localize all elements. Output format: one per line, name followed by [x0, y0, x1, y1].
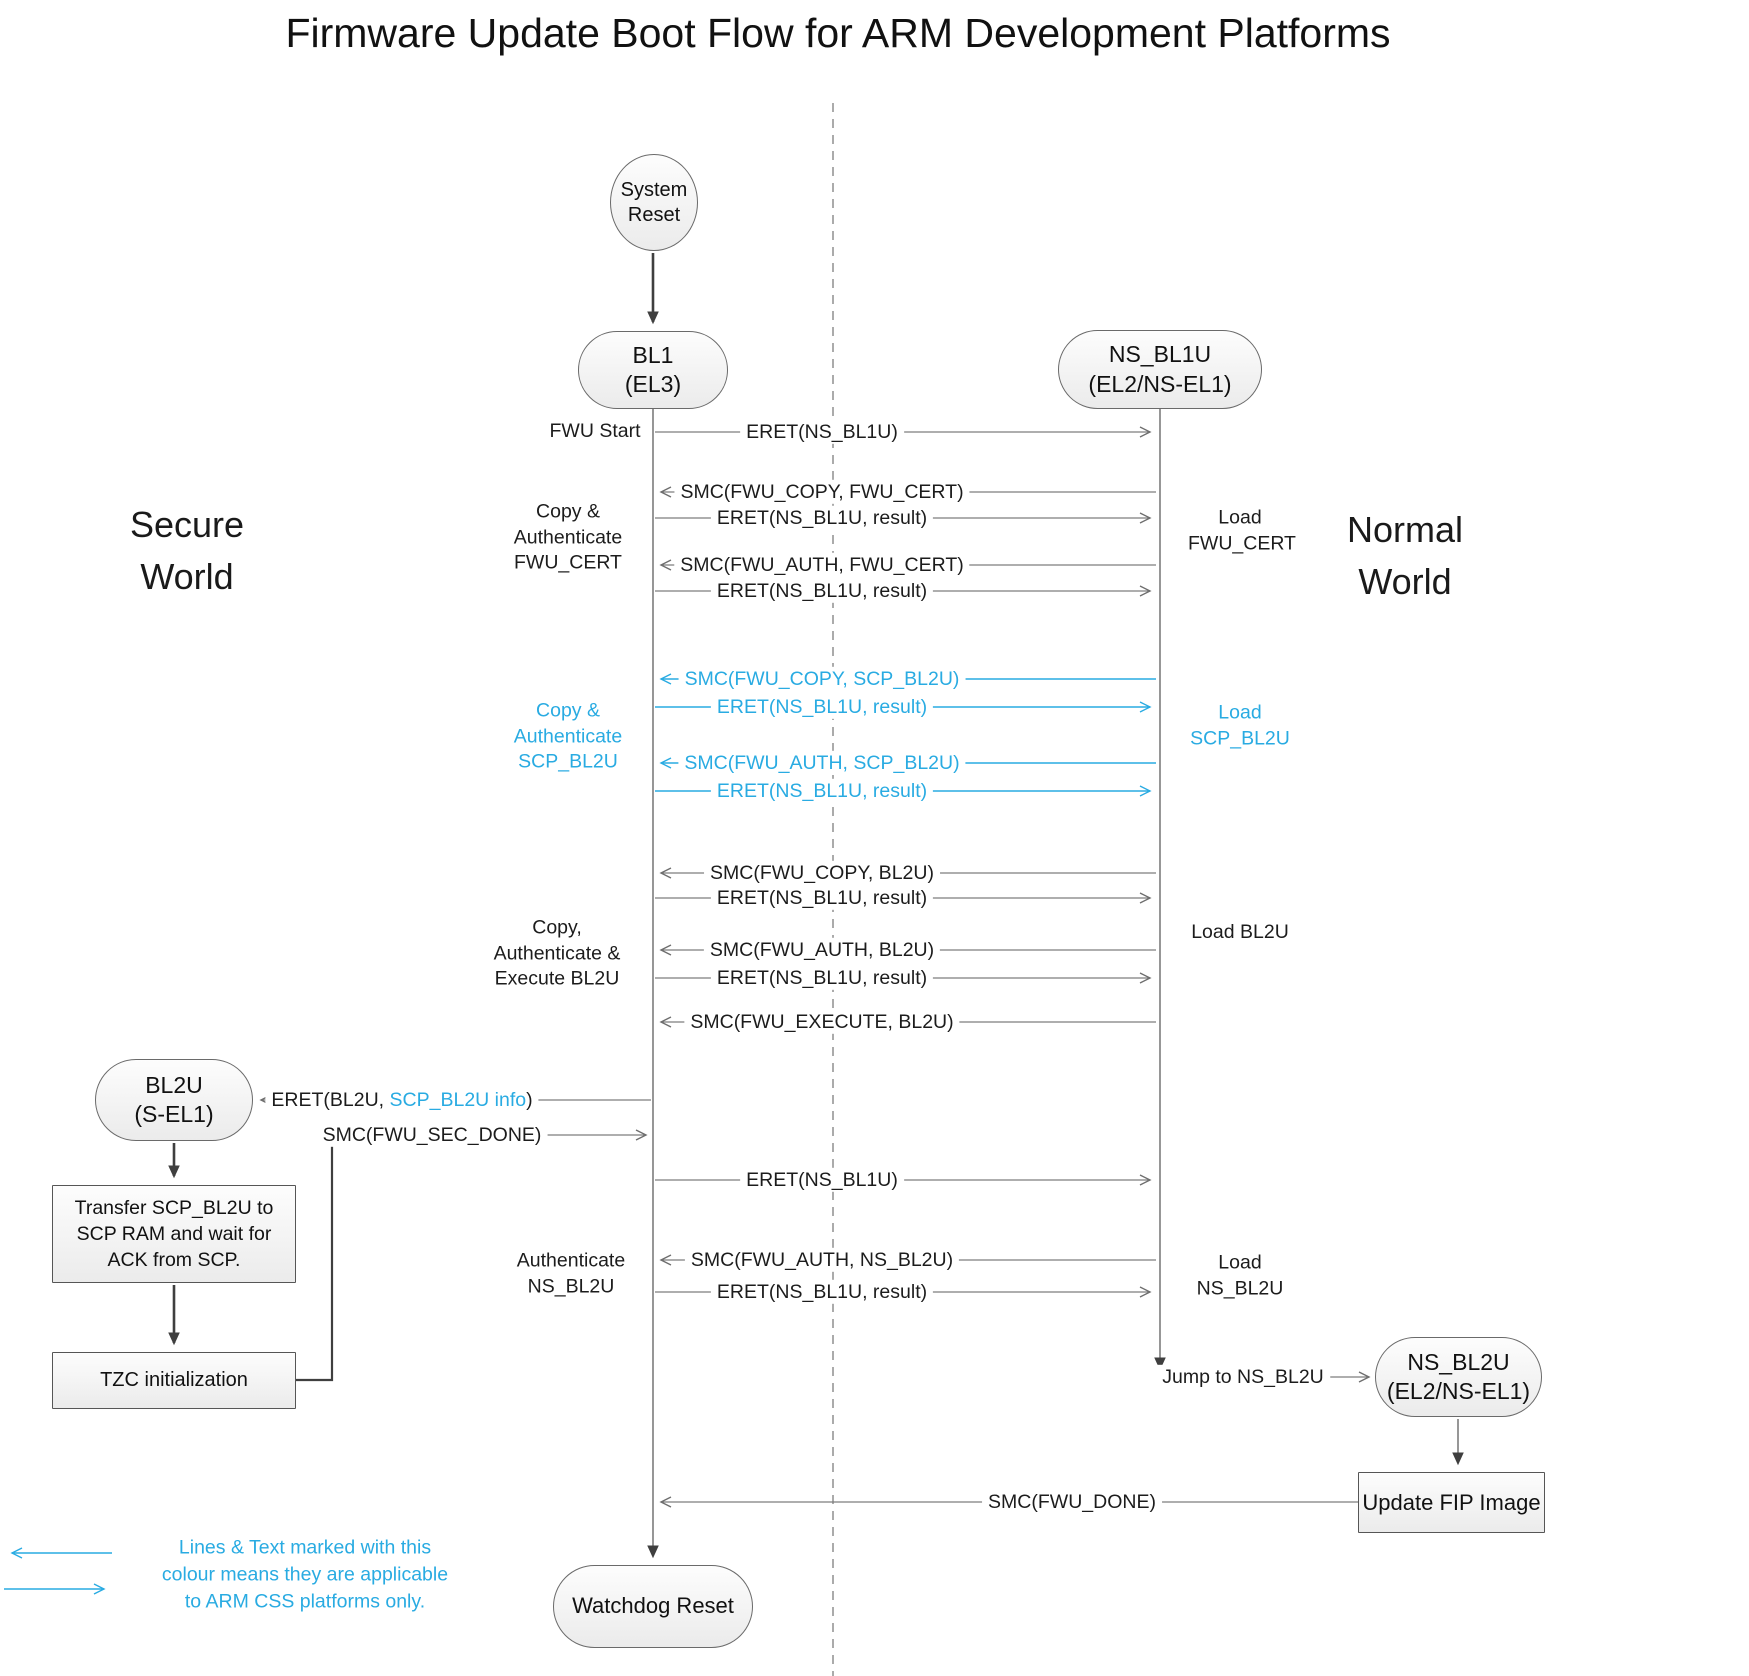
node-update-fip-image-label: Update FIP Image — [1362, 1489, 1541, 1515]
node-bl2u-name: BL2U — [145, 1071, 203, 1098]
side-label-load-bl2u: Load BL2U — [1191, 921, 1289, 944]
node-bl2u: BL2U (S-EL1) — [95, 1059, 253, 1141]
msg-label-eret-result-2: ERET(NS_BL1U, result) — [710, 578, 934, 604]
node-ns-bl1u-level: (EL2/NS-EL1) — [1088, 370, 1232, 397]
msg-label-smc-fwu-auth-bl2u: SMC(FWU_AUTH, BL2U) — [703, 937, 941, 963]
node-ns-bl2u-name: NS_BL2U — [1407, 1348, 1510, 1375]
node-ns-bl1u: NS_BL1U (EL2/NS-EL1) — [1058, 330, 1262, 409]
side-label-copy-auth-fwu-cert: Copy & Authenticate FWU_CERT — [513, 500, 623, 574]
side-label-load-scp-bl2u: Load SCP_BL2U — [1190, 701, 1290, 749]
page-title: Firmware Update Boot Flow for ARM Develo… — [285, 10, 1391, 56]
node-bl1: BL1 (EL3) — [578, 331, 728, 409]
msg-label-eret-result-4: ERET(NS_BL1U, result) — [710, 778, 934, 804]
side-label-load-ns-bl2u: Load NS_BL2U — [1196, 1251, 1284, 1299]
node-system-reset: System Reset — [610, 154, 698, 251]
msg-label-smc-fwu-copy-scp-bl2u: SMC(FWU_COPY, SCP_BL2U) — [678, 666, 966, 692]
msg-label-smc-fwu-copy-bl2u: SMC(FWU_COPY, BL2U) — [704, 860, 940, 886]
side-label-fwu-start: FWU Start — [549, 420, 641, 443]
msg-label-smc-fwu-auth-scp-bl2u: SMC(FWU_AUTH, SCP_BL2U) — [678, 750, 966, 776]
node-ns-bl2u: NS_BL2U (EL2/NS-EL1) — [1375, 1337, 1542, 1417]
msg-label-smc-fwu-execute-bl2u: SMC(FWU_EXECUTE, BL2U) — [684, 1009, 960, 1035]
node-watchdog-reset-label: Watchdog Reset — [572, 1593, 734, 1619]
msg-label-eret-result-3: ERET(NS_BL1U, result) — [710, 694, 934, 720]
msg-label-eret-result-1: ERET(NS_BL1U, result) — [710, 505, 934, 531]
node-transfer-scp-bl2u-label: Transfer SCP_BL2U to SCP RAM and wait fo… — [74, 1196, 274, 1272]
node-ns-bl2u-level: (EL2/NS-EL1) — [1386, 1378, 1531, 1404]
msg-label-eret-bl2u-highlight: SCP_BL2U info — [389, 1088, 527, 1111]
node-update-fip-image: Update FIP Image — [1358, 1472, 1545, 1533]
node-bl2u-level: (S-EL1) — [134, 1101, 214, 1127]
node-transfer-scp-bl2u: Transfer SCP_BL2U to SCP RAM and wait fo… — [52, 1185, 296, 1283]
legend-text: Lines & Text marked with this colour mea… — [161, 1536, 449, 1613]
node-bl1-name: BL1 — [632, 341, 674, 368]
node-ns-bl1u-name: NS_BL1U — [1108, 341, 1212, 368]
msg-label-jump-to-ns-bl2u: Jump to NS_BL2U — [1156, 1364, 1330, 1390]
msg-label-smc-fwu-done: SMC(FWU_DONE) — [982, 1489, 1162, 1515]
msg-label-smc-fwu-sec-done: SMC(FWU_SEC_DONE) — [316, 1122, 548, 1148]
msg-label-eret-ns-bl1u-2: ERET(NS_BL1U) — [740, 1167, 904, 1193]
secure-world-label: Secure World — [129, 503, 245, 597]
node-bl1-level: (EL3) — [624, 371, 682, 397]
sec-done-connector — [296, 1135, 334, 1382]
node-system-reset-label: System Reset — [620, 178, 688, 226]
side-label-copy-auth-exec-bl2u: Copy, Authenticate & Execute BL2U — [493, 916, 621, 990]
msg-label-eret-ns-bl1u-1: ERET(NS_BL1U) — [740, 419, 904, 445]
msg-label-eret-bl2u-suffix: ) — [526, 1088, 533, 1111]
msg-label-eret-result-6: ERET(NS_BL1U, result) — [710, 965, 934, 991]
msg-label-smc-fwu-auth-ns-bl2u: SMC(FWU_AUTH, NS_BL2U) — [684, 1247, 960, 1273]
msg-label-eret-result-7: ERET(NS_BL1U, result) — [710, 1279, 934, 1305]
node-tzc-initialization: TZC initialization — [52, 1352, 296, 1409]
side-label-load-fwu-cert: Load FWU_CERT — [1188, 506, 1296, 554]
node-watchdog-reset: Watchdog Reset — [553, 1565, 753, 1648]
msg-label-eret-result-5: ERET(NS_BL1U, result) — [710, 885, 934, 911]
msg-label-eret-bl2u: ERET(BL2U, SCP_BL2U info) — [265, 1087, 539, 1113]
side-label-copy-auth-scp-bl2u: Copy & Authenticate SCP_BL2U — [513, 699, 623, 773]
msg-label-smc-fwu-copy-fwu-cert: SMC(FWU_COPY, FWU_CERT) — [674, 479, 970, 505]
side-label-auth-ns-bl2u: Authenticate NS_BL2U — [516, 1249, 626, 1297]
node-tzc-initialization-label: TZC initialization — [100, 1369, 248, 1391]
msg-label-eret-bl2u-prefix: ERET(BL2U, — [271, 1088, 390, 1111]
msg-label-smc-fwu-auth-fwu-cert: SMC(FWU_AUTH, FWU_CERT) — [674, 552, 970, 578]
normal-world-label: Normal World — [1346, 508, 1463, 602]
